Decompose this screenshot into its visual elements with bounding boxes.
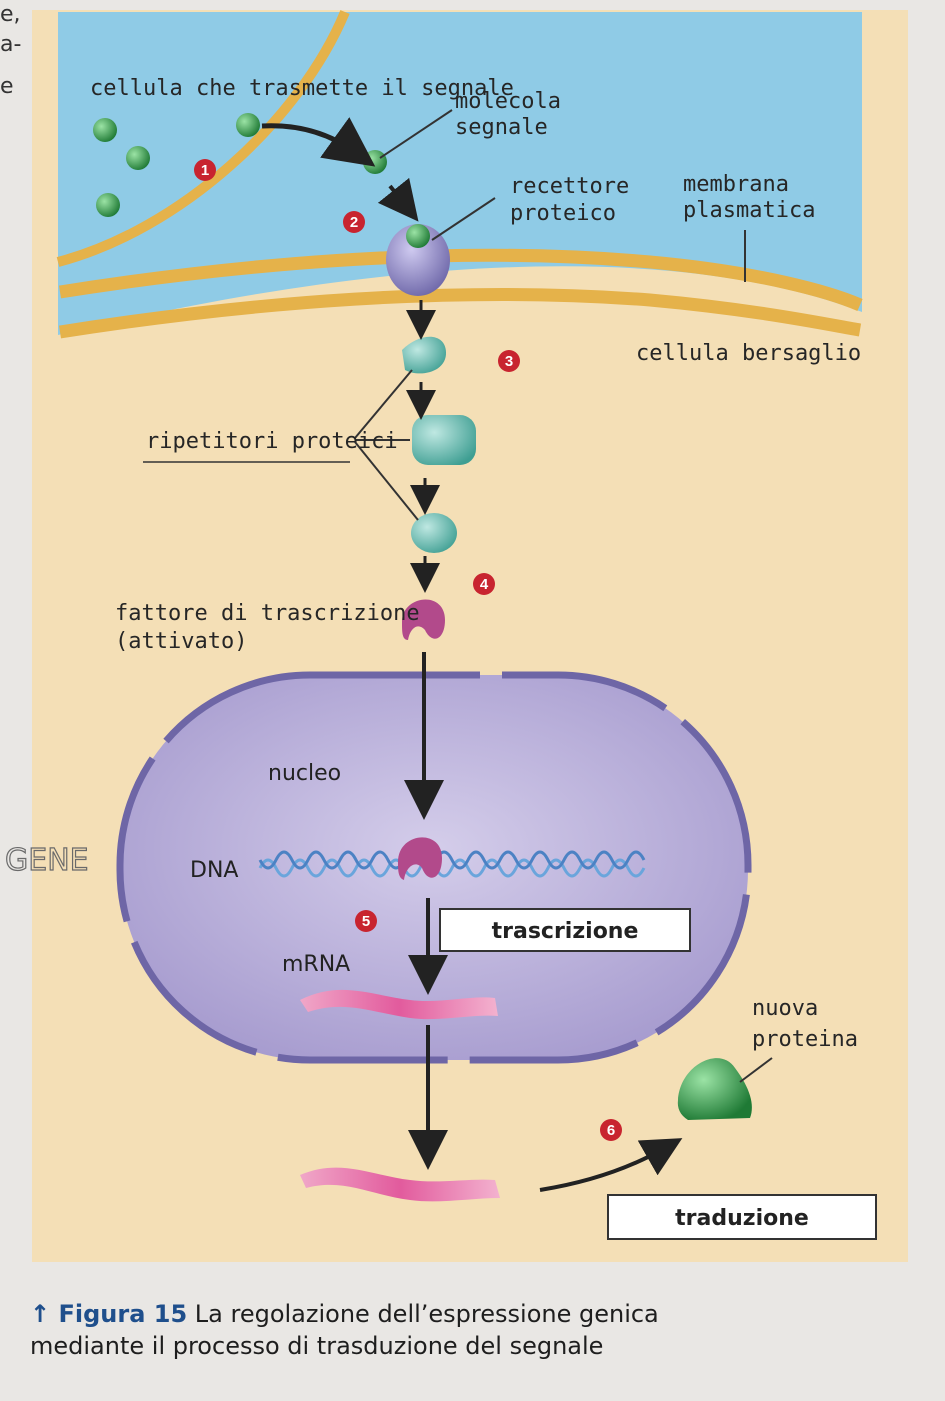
step-badge-3: 3 bbox=[498, 350, 520, 372]
leader-new-protein bbox=[739, 1057, 773, 1083]
step-number-6: 6 bbox=[607, 1122, 615, 1139]
step-badge-5: 5 bbox=[355, 910, 377, 932]
step-number-3: 3 bbox=[505, 353, 513, 370]
dna-strand-2 bbox=[258, 850, 646, 870]
margin-text-line1: e, bbox=[0, 2, 21, 27]
label-mrna: mRNA bbox=[282, 952, 350, 977]
transcription-factor-on-dna bbox=[398, 837, 442, 880]
label-membrane-line1: membrana bbox=[683, 172, 789, 197]
step-number-1: 1 bbox=[201, 162, 209, 179]
margin-text-line3: e bbox=[0, 74, 14, 99]
caption-text-line1: La regolazione dell’espressione genica bbox=[194, 1300, 659, 1328]
caption-figure-ref: Figura 15 bbox=[58, 1300, 188, 1328]
step-badge-1: 1 bbox=[194, 159, 216, 181]
step-number-4: 4 bbox=[480, 576, 489, 593]
caption-arrow-icon: ↑ bbox=[30, 1300, 59, 1328]
leader-receptor bbox=[431, 197, 496, 241]
label-relay-proteins: ripetitori proteici bbox=[146, 429, 398, 454]
label-membrane-line2: plasmatica bbox=[683, 198, 815, 223]
step-number-2: 2 bbox=[350, 214, 358, 231]
step-badge-6: 6 bbox=[600, 1119, 622, 1141]
label-target-cell: cellula bersaglio bbox=[636, 341, 861, 366]
label-transcription: trascrizione bbox=[492, 919, 639, 944]
signal-release-arrow bbox=[261, 117, 376, 167]
new-protein bbox=[677, 1058, 752, 1120]
label-receptor-line2: proteico bbox=[510, 201, 616, 226]
leader-relay-1 bbox=[354, 369, 413, 439]
leader-relay-3 bbox=[354, 441, 419, 521]
label-new-protein-line1: nuova bbox=[752, 996, 818, 1021]
signal-molecule bbox=[126, 146, 150, 170]
label-receptor-line1: recettore bbox=[510, 174, 629, 199]
sending-cell-area bbox=[58, 12, 345, 262]
signal-molecule bbox=[236, 113, 260, 137]
signal-molecule-released bbox=[363, 150, 387, 174]
relay-protein-3 bbox=[411, 513, 457, 553]
step-number-5: 5 bbox=[362, 913, 370, 930]
label-dna: DNA bbox=[190, 858, 238, 883]
plasma-membrane-inner bbox=[58, 287, 862, 339]
margin-text-line2: a- bbox=[0, 32, 22, 57]
caption-text-line2: mediante il processo di trasduzione del … bbox=[30, 1332, 604, 1360]
leader-signal-molecule bbox=[379, 109, 453, 159]
label-sending-cell: cellula che trasmette il segnale bbox=[90, 76, 514, 101]
translation-arrow bbox=[539, 1138, 683, 1192]
label-signal-molecule-line1: molecola bbox=[455, 89, 561, 114]
relay-protein-1 bbox=[402, 336, 447, 374]
relay-protein-2 bbox=[412, 415, 476, 465]
label-signal-molecule-line2: segnale bbox=[455, 115, 548, 140]
plasma-membrane bbox=[58, 248, 863, 311]
label-transcription-factor-line1: fattore di trascrizione bbox=[115, 601, 420, 626]
signal-molecule bbox=[93, 118, 117, 142]
signal-binding-arrow bbox=[377, 177, 419, 222]
step-badge-2: 2 bbox=[343, 211, 365, 233]
transcription-factor bbox=[402, 599, 445, 640]
label-new-protein-line2: proteina bbox=[752, 1027, 858, 1052]
receptor-protein bbox=[386, 224, 450, 296]
translation-box bbox=[607, 1194, 877, 1240]
figure-caption: ↑ Figura 15 La regolazione dell’espressi… bbox=[30, 1298, 910, 1362]
transcription-box bbox=[439, 908, 691, 952]
bound-signal-molecule bbox=[406, 224, 430, 248]
dna-strand bbox=[258, 858, 646, 878]
step-badge-4: 4 bbox=[473, 573, 495, 595]
label-transcription-factor-line2: (attivato) bbox=[115, 629, 247, 654]
margin-gene-note: GENE bbox=[5, 843, 89, 878]
signal-molecule bbox=[96, 193, 120, 217]
label-nucleus: nucleo bbox=[268, 761, 341, 786]
mrna-in-cytoplasm bbox=[300, 1167, 500, 1202]
sending-cell-membrane bbox=[56, 10, 350, 267]
mrna-in-nucleus bbox=[300, 989, 498, 1020]
label-translation: traduzione bbox=[675, 1206, 809, 1231]
